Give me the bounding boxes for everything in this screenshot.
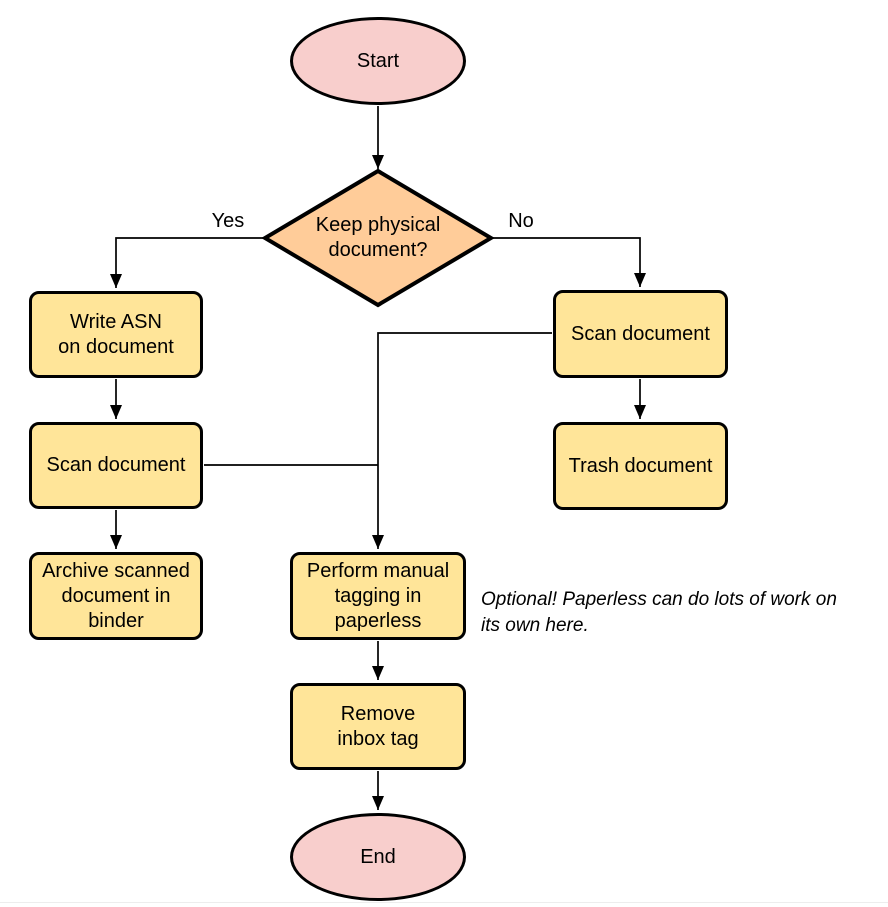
edge-decision-yes xyxy=(110,237,265,288)
node-trash-document-label: Trash document xyxy=(568,454,713,477)
node-decision-label: Keep physical document? xyxy=(315,214,441,261)
node-remove-inbox-tag-label: Remove inbox tag xyxy=(337,702,419,750)
node-write-asn: Write ASN on document xyxy=(29,291,203,378)
node-scan-document-right: Scan document xyxy=(553,290,728,378)
node-write-asn-label: Write ASN on document xyxy=(58,310,174,358)
node-manual-tagging: Perform manual tagging in paperless xyxy=(290,552,466,640)
node-scan-document-left: Scan document xyxy=(29,422,203,509)
edge-label-yes: Yes xyxy=(211,210,245,232)
node-end: End xyxy=(290,813,466,901)
node-trash-document: Trash document xyxy=(553,422,728,510)
node-remove-inbox-tag: Remove inbox tag xyxy=(290,683,466,770)
annotation-optional-note: Optional! Paperless can do lots of work … xyxy=(481,589,837,636)
edge-label-no: No xyxy=(508,210,534,232)
node-manual-tagging-label: Perform manual tagging in paperless xyxy=(306,559,450,632)
node-archive-label: Archive scanned document in binder xyxy=(42,559,190,632)
node-start-label: Start xyxy=(356,49,400,72)
bottom-divider xyxy=(0,902,888,903)
node-end-label: End xyxy=(360,845,396,868)
node-archive: Archive scanned document in binder xyxy=(29,552,203,640)
edge-scanright-to-tagging xyxy=(372,332,552,549)
edge-decision-no xyxy=(491,237,646,287)
node-scan-document-left-label: Scan document xyxy=(46,454,186,476)
node-scan-document-right-label: Scan document xyxy=(571,322,710,345)
diamond-shape xyxy=(262,168,494,308)
node-start: Start xyxy=(290,17,466,105)
node-decision: Keep physical document? xyxy=(262,168,494,308)
